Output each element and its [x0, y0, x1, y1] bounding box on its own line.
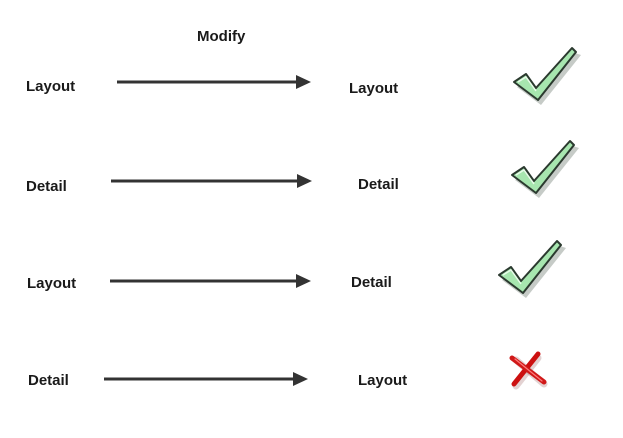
row-1-to-label: Layout	[349, 80, 399, 97]
check-icon	[511, 140, 579, 198]
row-4-from-label: Detail	[28, 372, 69, 389]
row-3-to-label: Detail	[351, 274, 392, 291]
row-1-arrow	[117, 75, 311, 89]
cross-icon	[509, 351, 548, 390]
row-3-from-label: Layout	[27, 275, 77, 292]
row-3-arrow	[110, 274, 311, 288]
row-2-from-label: Detail	[26, 178, 67, 195]
modify-title: Modify	[197, 28, 246, 45]
check-icon	[498, 240, 566, 298]
check-icon	[513, 47, 581, 105]
row-2-to-label: Detail	[358, 176, 399, 193]
row-4-arrow	[104, 372, 308, 386]
row-2-arrow	[111, 174, 312, 188]
row-1-from-label: Layout	[26, 78, 76, 95]
row-4-to-label: Layout	[358, 372, 408, 389]
